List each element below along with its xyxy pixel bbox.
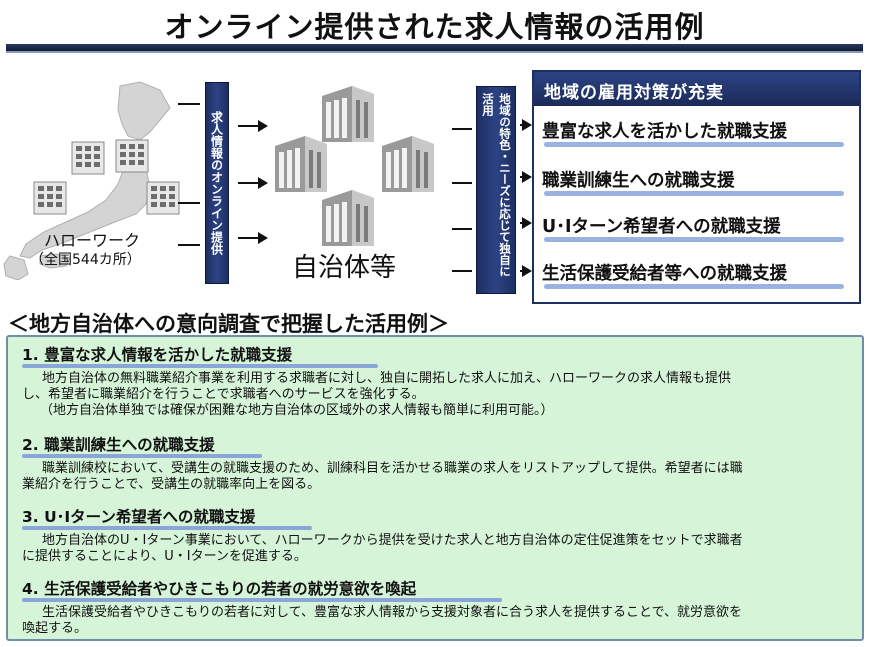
connector-line (452, 228, 472, 230)
body-line: （地方自治体単独では確保が困難な地方自治体の区域外の求人情報も簡単に利用可能。） (40, 403, 554, 418)
body-line: し、希望者に職業紹介を行うことで求職者へのサービスを強化する。 (22, 387, 425, 402)
connector-line (178, 103, 200, 105)
arrow-right-icon (520, 217, 532, 229)
body-line: 業紹介を行うことで、受講生の就職率向上を図る。 (22, 477, 321, 492)
connector-line (178, 244, 200, 246)
body-line: 生活保護受給者やひきこもりの若者に対して、豊富な求人情報から支援対象者に合う求人… (42, 605, 743, 620)
section-body: 生活保護受給者やひきこもりの若者に対して、豊富な求人情報から支援対象者に合う求人… (22, 605, 857, 637)
measure-item: 職業訓練生への就職支援 (542, 171, 735, 191)
online-provision-box: 求人情報のオンライン提供 (205, 82, 229, 284)
body-line: に提供することにより、U・Iターンを促進する。 (22, 549, 307, 564)
arrow-right-icon (520, 265, 532, 277)
body-line: 喚起する。 (22, 621, 88, 636)
connector-line (178, 202, 200, 204)
section-title: 2. 職業訓練生への就職支援 (22, 436, 215, 454)
connector-line (452, 128, 472, 130)
section-title: 4. 生活保護受給者やひきこもりの若者の就労意欲を喚起 (22, 580, 417, 598)
office-building-icon (146, 181, 180, 215)
body-line: 職業訓練校において、受講生の就職支援のため、訓練科目を活かせる職業の求人をリスト… (42, 461, 743, 476)
section-underline (22, 364, 378, 368)
section-title: 1. 豊富な求人情報を活かした就職支援 (22, 346, 293, 364)
section-body: 地方自治体のU・Iターン事業において、ハローワークから提供を受けた求人と地方自治… (22, 533, 857, 565)
body-line: 地方自治体のU・Iターン事業において、ハローワークから提供を受けた求人と地方自治… (42, 533, 743, 548)
section-title: 3. U･Iターン希望者への就職支援 (22, 508, 256, 526)
section-body: 地方自治体の無料職業紹介事業を利用する求職者に対し、独自に開拓した求人に加え、ハ… (22, 371, 857, 419)
measure-underline (544, 284, 844, 289)
arrow-right-icon (238, 232, 268, 244)
examples-panel: 1. 豊富な求人情報を活かした就職支援 地方自治体の無料職業紹介事業を利用する求… (6, 335, 864, 641)
office-building-icon (115, 139, 149, 173)
government-building-icon (275, 136, 327, 192)
section-underline (22, 598, 502, 602)
section-underline (22, 526, 312, 530)
section-body: 職業訓練校において、受講生の就職支援のため、訓練科目を活かせる職業の求人をリスト… (22, 461, 857, 493)
arrow-right-icon (238, 120, 268, 132)
arrow-right-icon (520, 119, 532, 131)
measure-underline (544, 142, 844, 147)
government-building-icon (322, 190, 374, 246)
office-building-icon (71, 141, 105, 175)
measure-item: 豊富な求人を活かした就職支援 (542, 122, 787, 142)
regional-use-box: 地域の特色・ニーズに応じて独自に活用 (476, 86, 516, 294)
measure-item: U･Iターン希望者への就職支援 (542, 217, 781, 237)
title-underline-bar (6, 44, 863, 53)
measure-underline (544, 237, 844, 242)
measure-item: 生活保護受給者等への就職支援 (542, 264, 787, 284)
measures-panel: 地域の雇用対策が充実 豊富な求人を活かした就職支援 職業訓練生への就職支援 U･… (532, 70, 861, 304)
survey-heading: ＜地方自治体への意向調査で把握した活用例＞ (8, 312, 449, 336)
arrow-right-icon (238, 177, 268, 189)
measure-underline (544, 191, 844, 196)
page-title: オンライン提供された求人情報の活用例 (164, 10, 705, 44)
government-building-icon (382, 136, 434, 192)
jichitai-label: 自治体等 (292, 253, 397, 283)
measures-heading: 地域の雇用対策が充実 (534, 72, 859, 106)
section-underline (22, 454, 262, 458)
government-building-icon (322, 86, 374, 142)
hello-work-count: （全国544カ所） (30, 252, 141, 268)
office-building-icon (33, 181, 67, 215)
hello-work-label: ハローワーク (44, 231, 141, 250)
japan-map-icon (3, 81, 171, 280)
body-line: 地方自治体の無料職業紹介事業を利用する求職者に対し、独自に開拓した求人に加え、ハ… (42, 371, 732, 386)
connector-line (452, 270, 472, 272)
arrow-right-icon (520, 171, 532, 183)
connector-line (452, 182, 472, 184)
